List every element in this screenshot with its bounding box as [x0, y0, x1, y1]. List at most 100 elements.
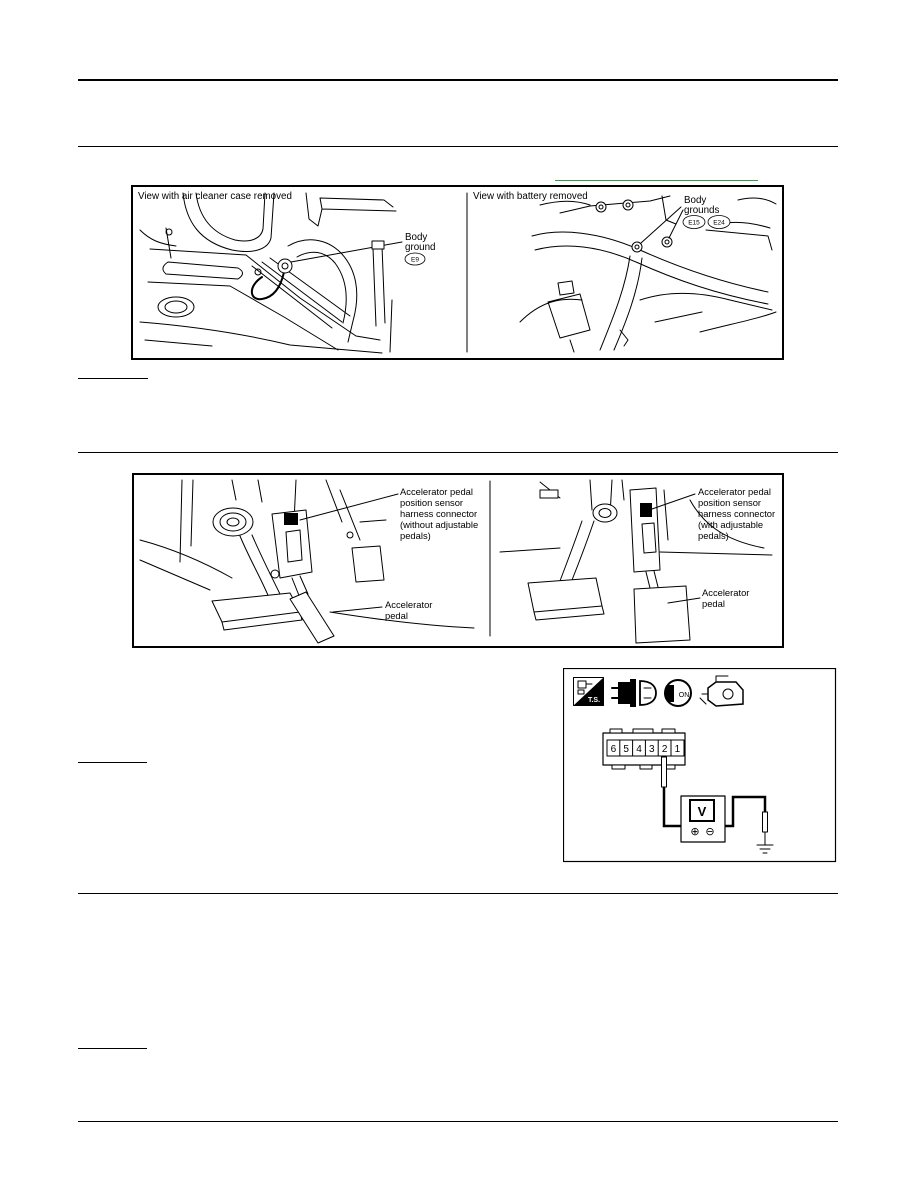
body-grounds-leader-line	[640, 206, 682, 244]
terminal-2: 2	[662, 744, 668, 755]
steering-column-support	[179, 479, 194, 563]
engine-icon-block	[707, 681, 744, 707]
side-panel-box	[351, 545, 385, 583]
connector-e24-badge	[707, 215, 731, 229]
pedal-label-line1: Accelerator	[385, 599, 432, 610]
body-panel-lower-edge	[139, 321, 383, 354]
bracket-bolt-head	[625, 202, 631, 208]
section-rule	[78, 893, 838, 894]
connector-e15-badge	[682, 215, 706, 229]
wheel-house-inner-outline	[195, 192, 266, 242]
accelerator-pedal-arm	[645, 570, 659, 589]
footer-rule	[78, 1121, 838, 1122]
positive-probe	[661, 756, 667, 788]
body-panel-edge	[144, 339, 213, 347]
connector-lug	[609, 728, 623, 734]
ignition-on-text: ON	[679, 692, 690, 699]
sensor-harness-connector: 6 5 4 3 2 1	[602, 728, 686, 770]
reference-link[interactable]	[555, 180, 758, 181]
section-rule	[78, 146, 838, 147]
ground-symbol	[756, 844, 774, 854]
ground-bolt-e15	[631, 241, 643, 253]
bracket-bolt	[622, 199, 634, 211]
body-edge	[539, 197, 777, 333]
connector-e15-label: E15	[688, 220, 700, 227]
body-hole-inner	[164, 300, 188, 314]
panel-seam	[389, 299, 393, 353]
bracket-lower-edge	[147, 281, 339, 351]
ground-bolt-head	[634, 244, 640, 250]
sensor-connector-leader-line	[299, 493, 399, 521]
pedal-position-sensor-connector	[284, 513, 298, 525]
terminal-6: 6	[611, 744, 617, 755]
pedal-position-sensor-connector	[640, 503, 652, 517]
engine-icon-details	[699, 675, 729, 705]
voltage-check-figure: T.S. ON 6 5	[563, 668, 837, 863]
sensor-connector-leader-line	[651, 493, 696, 510]
header-rule	[78, 79, 838, 81]
bracket-bolt	[595, 201, 607, 213]
accelerator-pedal	[633, 585, 691, 644]
brake-booster-boot-center	[598, 508, 612, 518]
brake-booster-boot-ring	[219, 512, 247, 532]
strut-tower-inner-outline	[296, 251, 347, 324]
pedal-label-line2: pedal	[702, 598, 725, 609]
harness-clip	[254, 268, 262, 276]
panel-bolt	[346, 531, 354, 539]
sensor-label-line5: pedals)	[400, 530, 431, 541]
ground-location-figure: View with air cleaner case removed Body …	[131, 185, 784, 360]
pipe-clip	[371, 240, 385, 250]
terminal-3: 3	[649, 744, 655, 755]
bracket-bolt	[270, 569, 280, 579]
bracket-bolt-head	[598, 204, 604, 210]
left-view-caption: View with air cleaner case removed	[138, 191, 292, 202]
tester-icon-plug-glyph	[577, 689, 585, 695]
pedal-with-adjustable-illustration	[499, 479, 773, 644]
ground-bolt-e24	[661, 236, 673, 248]
sensor-label-line2: position sensor	[698, 497, 761, 508]
ignition-key-glyph	[664, 685, 674, 702]
main-harness-lower	[534, 245, 769, 305]
harness-connector	[557, 280, 575, 296]
sensor-label-line5: pedals)	[698, 530, 729, 541]
bracket-slot	[162, 261, 243, 280]
bracket-upper-edge	[149, 248, 381, 341]
body-hole	[157, 296, 195, 318]
sensor-label-line3: harness connector	[698, 508, 775, 519]
sensor-label-line2: position sensor	[400, 497, 463, 508]
figure-frame	[131, 185, 784, 360]
connector-icon-plug	[618, 679, 636, 707]
pedal-label-line2: pedal	[385, 610, 408, 621]
connector-e9-badge	[404, 252, 426, 266]
dash-bracket	[539, 489, 559, 499]
ground-cable	[599, 255, 643, 351]
negative-probe	[762, 811, 768, 833]
step-heading-underline	[78, 1048, 147, 1049]
step-heading-underline	[78, 762, 147, 763]
tester-icon: T.S.	[573, 677, 604, 706]
disconnect-connector-icon	[611, 679, 657, 707]
brake-booster-boot-center	[226, 517, 240, 527]
connector-lug	[611, 764, 626, 770]
body-grounds-label-line1: Body	[684, 195, 706, 206]
accelerator-pedal-leader-line	[667, 597, 701, 604]
body-grounds-label-line2: grounds	[684, 205, 720, 216]
brake-pedal-arm	[239, 534, 283, 601]
brake-booster-boot	[592, 503, 618, 523]
wire-clip	[165, 228, 173, 236]
brake-pipe	[372, 245, 386, 327]
sensor-label-line3: harness connector	[400, 508, 477, 519]
harness-wire	[139, 227, 177, 259]
body-ground-label-line1: Body	[405, 232, 427, 243]
connector-icon-pins	[611, 687, 619, 699]
sensor-label-line4: (with adjustable	[698, 519, 763, 530]
connector-lug	[661, 728, 676, 734]
brake-pedal-arm	[559, 520, 595, 582]
pedal-without-adjustable-illustration	[139, 479, 475, 644]
ground-bolt	[277, 258, 293, 274]
tester-icon-shade	[573, 677, 604, 706]
harness-branch	[519, 292, 773, 323]
section-rule	[78, 452, 838, 453]
pedal-position-sensor	[641, 522, 657, 554]
